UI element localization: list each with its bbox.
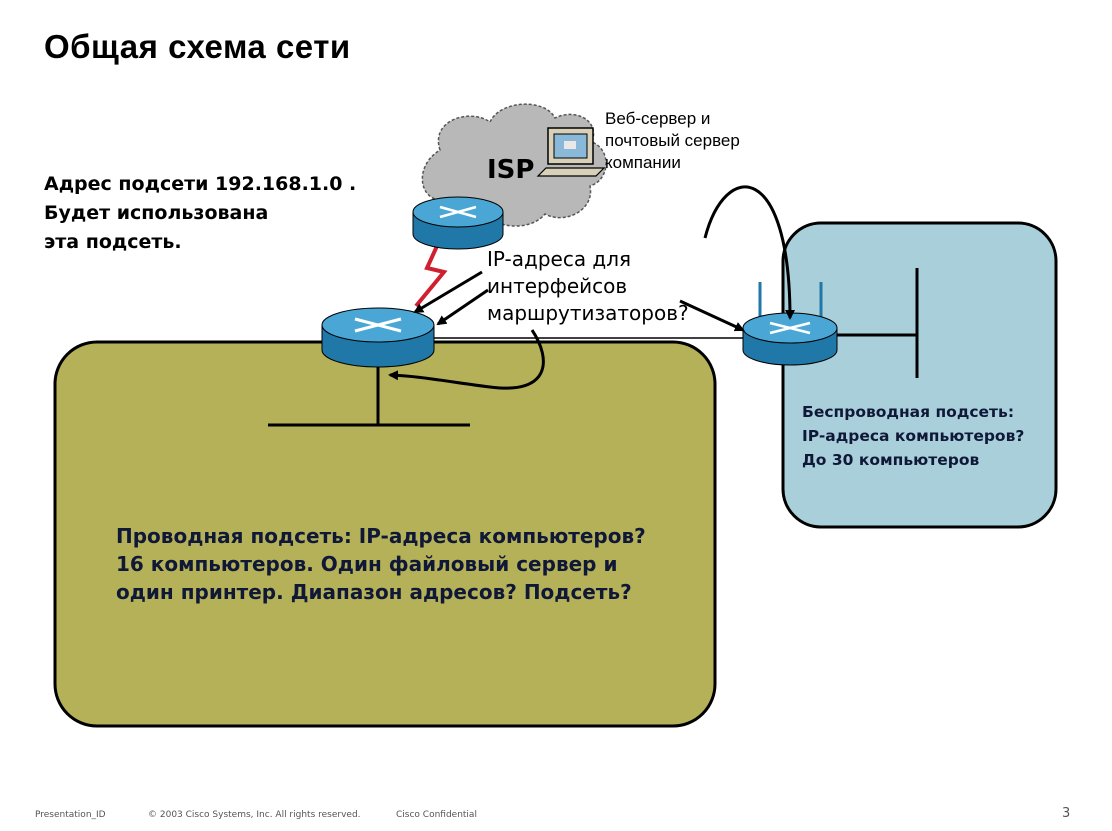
annotation-arrows: [388, 185, 795, 390]
server-label: Веб-сервер и почтовый сервер компании: [605, 108, 740, 174]
wireless-subnet-line-2: IP-адреса компьютеров?: [802, 427, 1025, 445]
router-ip-question-line-3: маршрутизаторов?: [487, 301, 689, 325]
wired-subnet-label: Проводная подсеть: IP-адреса компьютеров…: [116, 522, 646, 606]
wireless-subnet-label: Беспроводная подсеть: IP-адреса компьюте…: [802, 400, 1024, 472]
subnet-note-line-1: Адрес подсети 192.168.1.0 .: [44, 173, 357, 195]
server-label-line-3: компании: [605, 153, 681, 172]
wireless-subnet-area: [781, 221, 1058, 529]
page-number: 3: [1062, 806, 1071, 821]
wired-subnet-line-2: 16 компьютеров. Один файловый сервер и: [116, 552, 618, 576]
router-ip-question-line-2: интерфейсов: [487, 274, 628, 298]
router-ip-question-line-1: IP-адреса для: [487, 247, 632, 271]
wan-serial-link: [414, 245, 448, 308]
server-label-line-1: Веб-сервер и: [605, 109, 711, 128]
wired-subnet-line-3: один принтер. Диапазон адресов? Подсеть?: [116, 580, 632, 604]
footer-confidential: Cisco Confidential: [396, 810, 477, 820]
subnet-note: Адрес подсети 192.168.1.0 . Будет исполь…: [44, 170, 356, 257]
web-mail-server-icon: [536, 127, 606, 177]
wireless-subnet-line-3: До 30 компьютеров: [802, 451, 980, 469]
isp-router-icon: [412, 196, 504, 250]
main-router-icon: [321, 307, 435, 368]
isp-label: ISP: [487, 155, 535, 185]
page-title: Общая схема сети: [44, 28, 351, 65]
wireless-router-icon: [742, 282, 838, 366]
footer-copyright: © 2003 Cisco Systems, Inc. All rights re…: [148, 810, 361, 820]
subnet-note-line-2: Будет использована: [44, 202, 269, 224]
wireless-subnet-line-1: Беспроводная подсеть:: [802, 403, 1015, 421]
wired-subnet-line-1: Проводная подсеть: IP-адреса компьютеров…: [116, 524, 646, 548]
footer-presentation-id: Presentation_ID: [35, 810, 106, 820]
subnet-note-line-3: эта подсеть.: [44, 231, 182, 253]
router-ip-question: IP-адреса для интерфейсов маршрутизаторо…: [487, 246, 689, 327]
server-label-line-2: почтовый сервер: [605, 131, 740, 150]
